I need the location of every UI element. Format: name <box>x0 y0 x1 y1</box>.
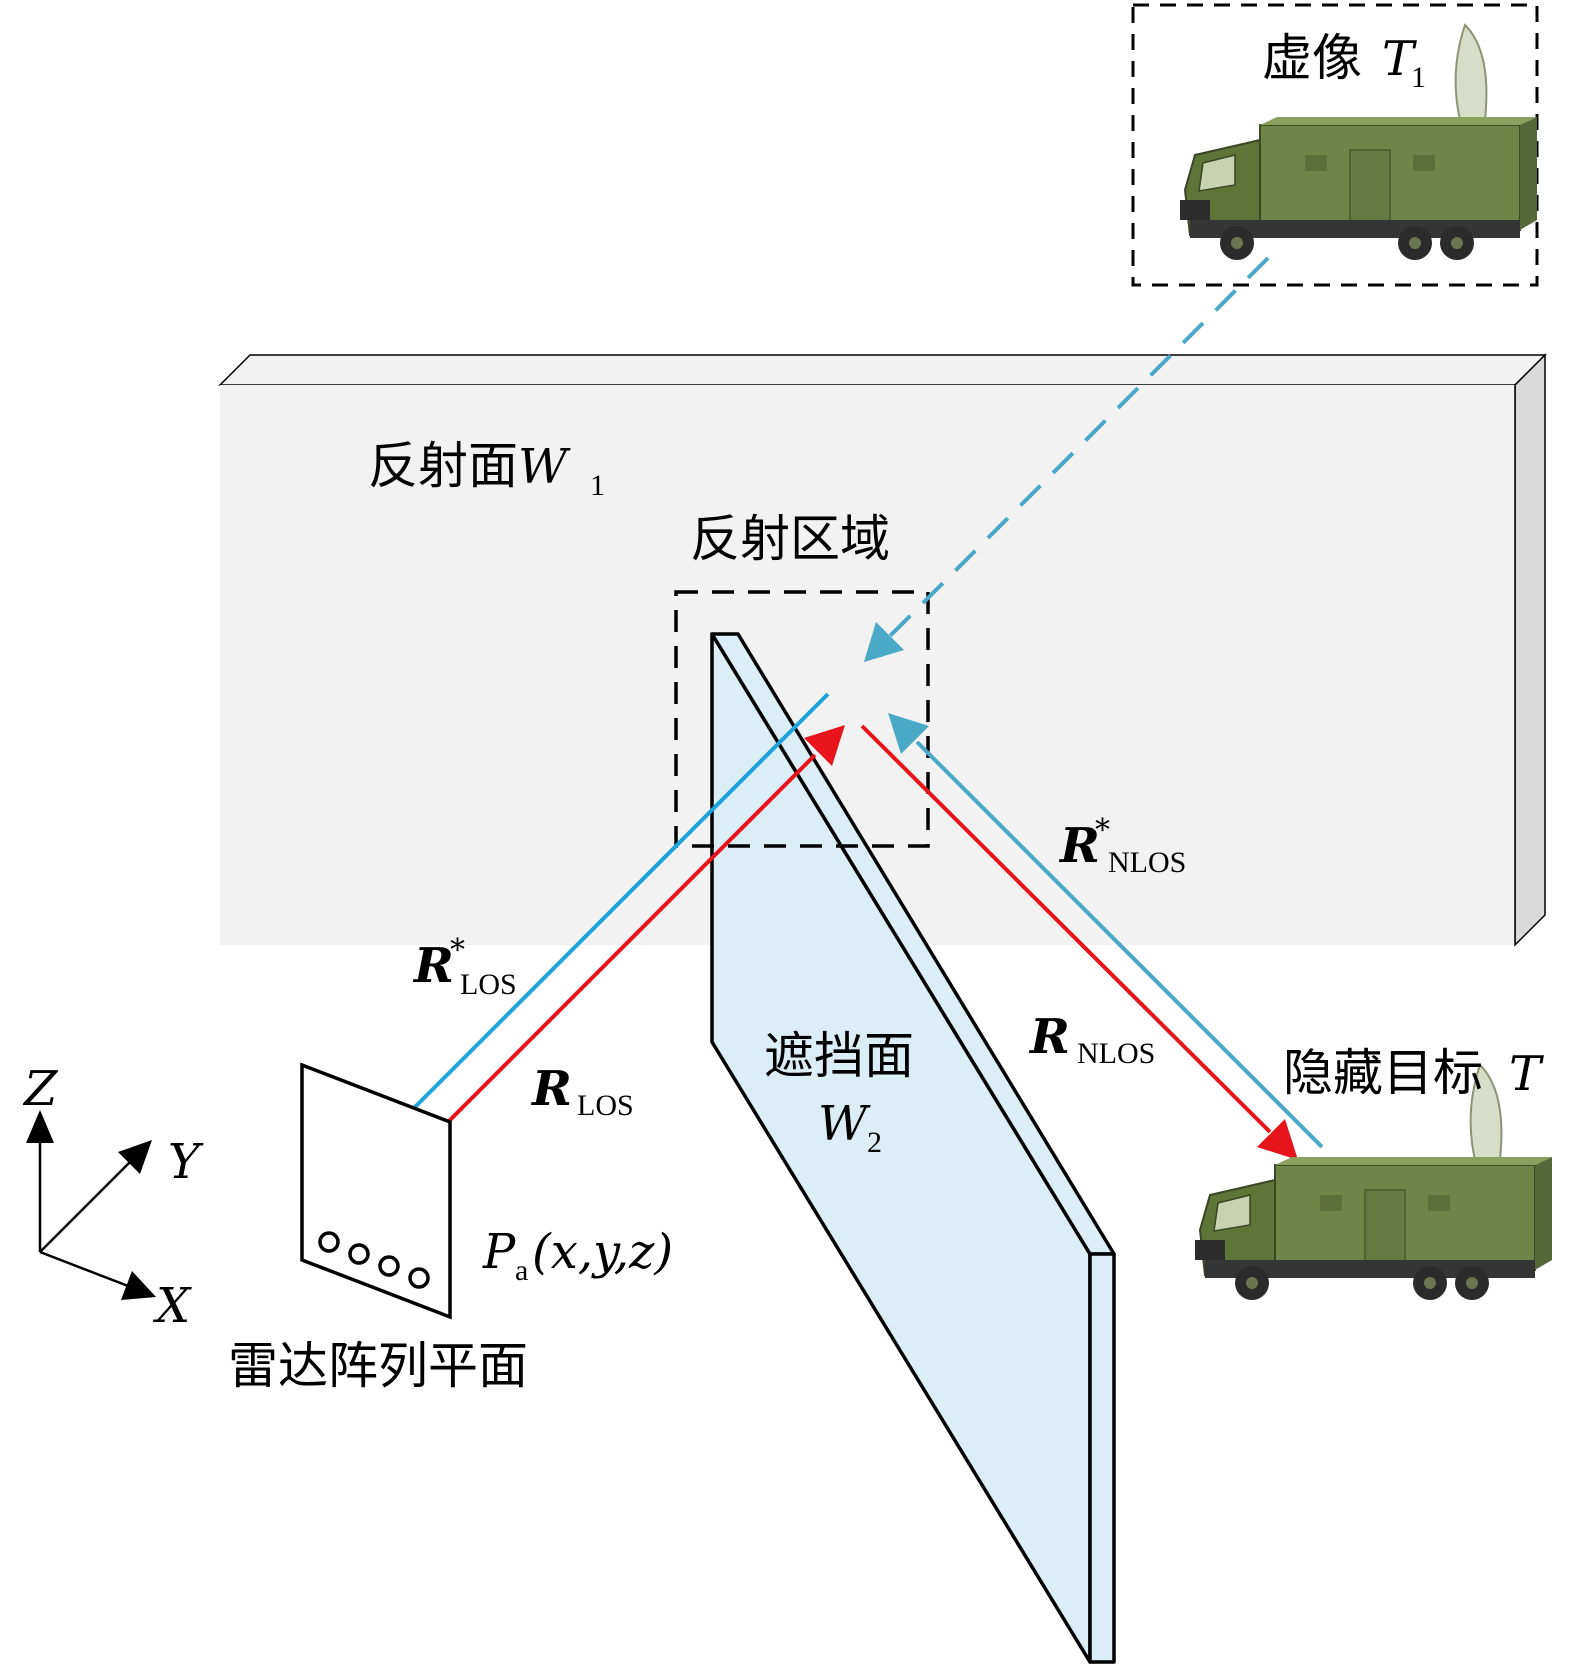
truck-icon <box>1195 1063 1552 1300</box>
antenna-element-icon <box>348 1243 370 1265</box>
r-nlos-star-superscript: * <box>1095 813 1110 848</box>
axis-y-line <box>39 1161 131 1253</box>
reflect-surface-subscript: 1 <box>590 469 605 502</box>
axis-y-label: Y <box>168 1134 204 1190</box>
radar-array-plane <box>300 1062 452 1320</box>
r-los-arrowhead <box>804 725 845 766</box>
coordinate-axes <box>26 1110 156 1300</box>
r-los-subscript: LOS <box>577 1089 634 1122</box>
truck-icon <box>1180 23 1537 260</box>
hidden-target-symbol: T <box>1509 1046 1544 1102</box>
r-nlos-ray <box>860 724 1272 1134</box>
r-nlos-arrowhead <box>1257 1119 1298 1160</box>
reflect-surface-label: 反射面 <box>368 437 518 495</box>
virtual-image-subscript: 1 <box>1411 61 1426 94</box>
r-los-symbol: R <box>530 1061 572 1117</box>
r-los-star-ray <box>388 692 830 1134</box>
axis-x-arrowhead <box>121 1271 156 1300</box>
virtual-image-symbol: T <box>1382 31 1417 87</box>
r-los-star-symbol: R <box>412 938 454 994</box>
r-los-star-superscript: * <box>450 933 465 968</box>
axis-x-label: X <box>152 1278 192 1334</box>
reflection-region-box <box>674 590 930 848</box>
reflect-surface-symbol: W <box>518 439 571 495</box>
hidden-target-label: 隐藏目标 <box>1283 1044 1483 1102</box>
pa-subscript: a <box>515 1254 528 1287</box>
radar-plane-label: 雷达阵列平面 <box>228 1337 528 1395</box>
block-surface-label: 遮挡面 <box>764 1027 914 1085</box>
r-nlos-star-symbol: R <box>1058 818 1100 874</box>
r-nlos-subscript: NLOS <box>1077 1037 1155 1070</box>
wall-side-face <box>1514 353 1546 947</box>
virtual-image-label: 虚像 <box>1262 29 1362 87</box>
radar-plane-outline <box>300 1062 452 1320</box>
block-side-face <box>1088 1252 1116 1664</box>
r-nlos-star-subscript: NLOS <box>1108 846 1186 879</box>
wall-top-face <box>218 354 1547 386</box>
axis-x-line <box>39 1250 129 1288</box>
reflect-region-label: 反射区域 <box>690 510 890 568</box>
virtual-ray-arrowhead <box>864 622 904 662</box>
axis-z-arrowhead <box>26 1110 54 1143</box>
antenna-element-icon <box>408 1267 430 1289</box>
virtual-truck <box>1180 23 1537 260</box>
block-surface-symbol: W <box>818 1096 871 1152</box>
r-nlos-symbol: R <box>1028 1009 1070 1065</box>
block-surface-subscript: 2 <box>867 1126 882 1159</box>
antenna-element-icon <box>318 1231 340 1253</box>
pa-arguments: (x,y,z) <box>532 1224 673 1280</box>
hidden-target-truck <box>1195 1063 1552 1300</box>
r-los-star-subscript: LOS <box>460 968 517 1001</box>
r-nlos-star-arrowhead <box>888 713 929 754</box>
pa-symbol: P <box>482 1224 516 1280</box>
axis-z-label: Z <box>22 1061 59 1117</box>
axis-y-arrowhead <box>118 1140 152 1174</box>
block-surface <box>710 632 1116 1664</box>
r-nlos-star-ray <box>915 740 1324 1149</box>
antenna-element-icon <box>378 1255 400 1277</box>
labels: 虚像 T 1 反射面 W 1 反射区域 R * NLOS R * LOS R L… <box>22 29 1544 1395</box>
